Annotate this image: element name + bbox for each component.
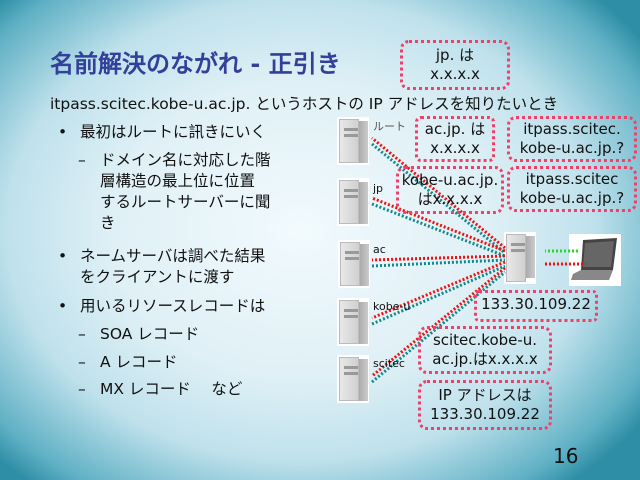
bullet-item: •最初はルートに訊きにいく: [58, 123, 267, 141]
query-bubble-1: [507, 116, 637, 162]
callout-scitec: [418, 326, 552, 374]
callout-local-ip-text: 133.30.109.22: [481, 295, 591, 313]
label-ac: ac: [373, 243, 386, 256]
callout-ac: [415, 116, 495, 162]
label-scitec: scitec: [373, 357, 405, 370]
query-arrow-kobe-u: [371, 260, 506, 320]
reply-arrow-root: [371, 142, 506, 255]
slide-title: 名前解決のながれ - 正引き: [50, 50, 341, 78]
kobe-u-server-icon: [337, 298, 369, 346]
sub-bullet-item: –SOA レコード: [78, 325, 200, 343]
sub-bullet-item: – ドメイン名に対応した階層構造の最上位に位置するルートサーバーに聞き: [78, 151, 271, 232]
callout-jp: [400, 40, 510, 90]
sub-bullet-item: –MX レコード など: [78, 380, 243, 398]
ac-server-icon: [338, 240, 370, 288]
callout-kobe-u: [396, 166, 504, 214]
laptop-icon: [569, 234, 621, 286]
callout-kobe-u-text: kobe-u.ac.jp.はx.x.x.x: [401, 171, 499, 208]
query-arrow-scitec: [371, 266, 506, 378]
reply-arrow-scitec: [371, 270, 506, 384]
query-bubble-1-text: itpass.scitec.kobe-u.ac.jp.?: [519, 120, 625, 157]
jp-server-icon: [337, 178, 369, 226]
callout-local-ip: [474, 290, 598, 322]
callout-answer: [418, 380, 552, 430]
query-arrow-root: [371, 136, 506, 250]
page-number: 16: [553, 444, 579, 468]
reply-arrow-kobe-u: [371, 264, 506, 326]
scitec-server-icon: [337, 355, 369, 403]
sub-bullet-item: –A レコード: [78, 353, 178, 371]
label-jp: jp: [373, 182, 384, 195]
root-server-icon: [337, 117, 369, 165]
label-root: ルート: [373, 120, 406, 133]
bullet-item: • ネームサーバは調べた結果をクライアントに渡す: [58, 247, 266, 286]
slide-subtitle: itpass.scitec.kobe-u.ac.jp. というホストの IP ア…: [50, 95, 559, 113]
bullet-item: •用いるリソースレコードは: [58, 297, 266, 315]
label-kobe-u: kobe-u: [373, 300, 411, 313]
local-name-server-icon: [504, 232, 536, 284]
callout-scitec-text: scitec.kobe-u.ac.jp.はx.x.x.x: [432, 331, 538, 368]
query-bubble-2: [507, 166, 637, 212]
